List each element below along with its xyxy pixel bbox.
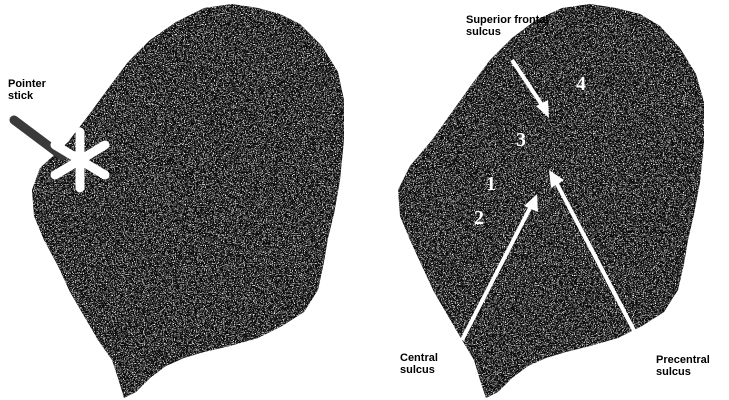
precentral-sulcus-label: Precentral sulcus bbox=[656, 354, 710, 378]
central-sulcus-label: Central sulcus bbox=[400, 352, 438, 376]
right-brain-image bbox=[398, 4, 704, 398]
left-brain-image bbox=[32, 4, 344, 398]
region-number-4: 4 bbox=[576, 74, 586, 94]
region-number-2: 2 bbox=[474, 208, 484, 228]
region-number-3: 3 bbox=[516, 130, 526, 150]
pointer-stick-label: Pointer stick bbox=[8, 78, 46, 102]
pointer-stick bbox=[14, 120, 62, 156]
region-number-1: 1 bbox=[486, 174, 496, 194]
superior-frontal-sulcus-label: Superior frontal sulcus bbox=[466, 14, 549, 38]
